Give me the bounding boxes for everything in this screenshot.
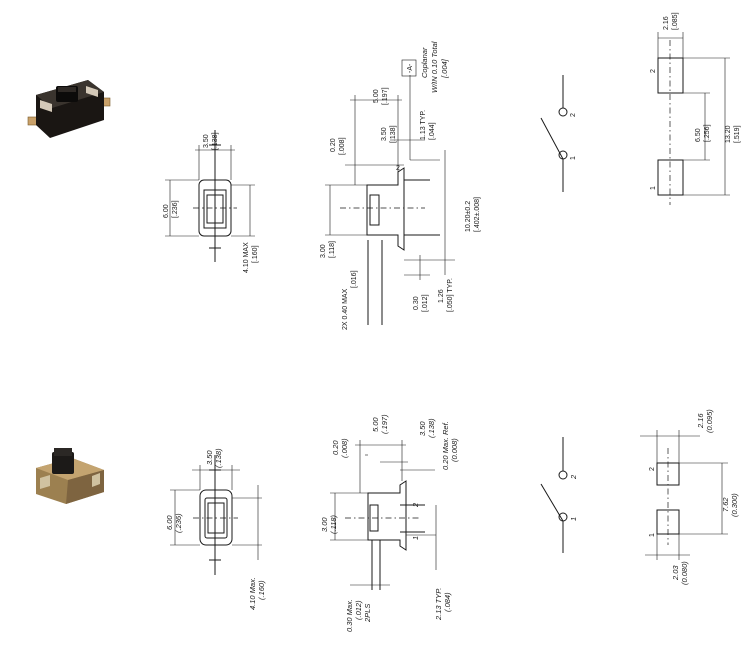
bot-front-max-in: (.160): [257, 580, 266, 600]
footprint-bottom: [640, 430, 728, 560]
top-fp-total: 13.20: [725, 125, 732, 143]
bot-fp-gap-in: (0.300): [730, 493, 739, 517]
top-side-d020-in: [.008]: [339, 137, 346, 155]
schematic-top: [540, 75, 568, 192]
bot-front-width-in: (.138): [214, 448, 223, 468]
bot-side-pin2: 2: [411, 502, 420, 508]
switch-photo-top: [27, 80, 111, 138]
top-front-height: 6.00: [163, 204, 170, 218]
bot-schem-pin2: 2: [569, 474, 578, 480]
top-side-d040-in: [.016]: [351, 270, 358, 288]
top-side-d126-in: [.050] TYP.: [447, 278, 454, 312]
bot-side-d350: 3.50: [418, 421, 427, 436]
bot-fp-pin1: 1: [649, 533, 656, 537]
bot-front-max: 4.10 Max.: [248, 577, 257, 610]
top-side-d040: 2X 0.40 MAX: [342, 288, 349, 330]
top-side-datum: -A-: [407, 63, 414, 73]
bot-side-d030-in: (.012): [354, 600, 363, 620]
top-side-coplanar-2: W/IN 0.10 Total: [430, 41, 439, 93]
top-side-d030: 0.30: [413, 296, 420, 310]
front-view-top: [165, 130, 255, 262]
bot-fp-bot: 2.03: [671, 565, 680, 581]
bot-side-d020: 0.20: [331, 440, 340, 455]
top-side-d113-in: [.044]: [429, 122, 436, 140]
bot-fp-pad-in: (0.095): [705, 409, 714, 433]
top-fp-pin2: 2: [650, 69, 657, 73]
top-side-d500: 5.00: [373, 89, 380, 103]
top-side-d350: 3.50: [381, 127, 388, 141]
top-side-d350-in: [.138]: [390, 125, 397, 143]
bot-side-d213: 2.13 TYP.: [434, 588, 443, 621]
bot-side-d500: 5.00: [371, 417, 380, 432]
top-front-max: 4.10 MAX: [243, 242, 250, 273]
bot-front-width: 3.50: [205, 450, 214, 465]
top-fp-pad-in: [.085]: [672, 12, 679, 30]
top-side-d1020: 10.20±0.2: [465, 201, 472, 232]
top-side-d500-in: [.197]: [382, 87, 389, 105]
top-front-width-in: [.138]: [212, 132, 219, 150]
bot-side-d300: 3.00: [320, 517, 329, 532]
front-view-bottom: [170, 455, 262, 575]
bot-side-d020-in: (.008): [340, 438, 349, 458]
top-fp-total-in: [.519]: [734, 125, 741, 143]
side-view-top: [325, 75, 455, 325]
top-side-coplanar-1: Coplanar: [420, 47, 429, 78]
top-side-coplanar-3: [.004]: [440, 58, 449, 79]
top-side-d030-in: [.012]: [422, 294, 429, 312]
bot-fp-bot-in: (0.080): [680, 561, 689, 585]
top-schem-pin2: 2: [570, 113, 577, 117]
bot-side-d213-in: (.084): [443, 592, 452, 612]
top-fp-gap: 6.50: [695, 128, 702, 142]
bot-side-d500-in: (.197): [380, 414, 389, 434]
bot-schem-pin1: 1: [569, 517, 578, 521]
top-fp-gap-in: [.256]: [704, 124, 711, 142]
schematic-bottom: [540, 437, 568, 553]
datum-a-box: [401, 59, 417, 77]
bot-side-d030-pls: 2PLS: [363, 604, 372, 623]
top-side-d1020-in: [.402±.008]: [474, 197, 481, 232]
top-front-height-in: [.236]: [172, 200, 179, 218]
footprint-top: [657, 32, 730, 205]
top-side-pin2: 2: [396, 165, 400, 172]
bot-side-dref: 0.20 Max. Ref.: [441, 421, 450, 470]
bot-fp-pad: 2.16: [696, 413, 705, 429]
top-side-d300: 3.00: [320, 244, 327, 258]
bot-fp-pin2: 2: [649, 467, 656, 471]
bot-side-pin1: 1: [411, 536, 420, 540]
top-fp-pin1: 1: [650, 186, 657, 190]
bot-side-d350-in: (.138): [427, 418, 436, 438]
top-side-d300-in: [.118]: [329, 241, 336, 258]
top-fp-pad: 2.16: [663, 16, 670, 30]
bot-side-dref-in: (0.008): [450, 438, 459, 462]
bot-fp-gap: 7.62: [721, 497, 730, 512]
top-side-d020: 0.20: [330, 138, 337, 152]
bot-side-d300-in: (.118): [329, 514, 338, 534]
top-side-d126: 1.26: [438, 289, 445, 303]
top-side-d113: 1.13 TYP.: [420, 110, 427, 140]
top-schem-pin1: 1: [570, 156, 577, 160]
bot-side-d030: 0.30 Max.: [345, 599, 354, 632]
switch-photo-bottom: [36, 448, 104, 504]
top-front-max-in: [.160]: [252, 245, 259, 263]
side-view-bottom: [330, 440, 437, 590]
bot-front-height-in: (.236): [174, 513, 183, 533]
top-front-width: 3.50: [203, 134, 210, 148]
bot-front-height: 6.00: [165, 515, 174, 530]
